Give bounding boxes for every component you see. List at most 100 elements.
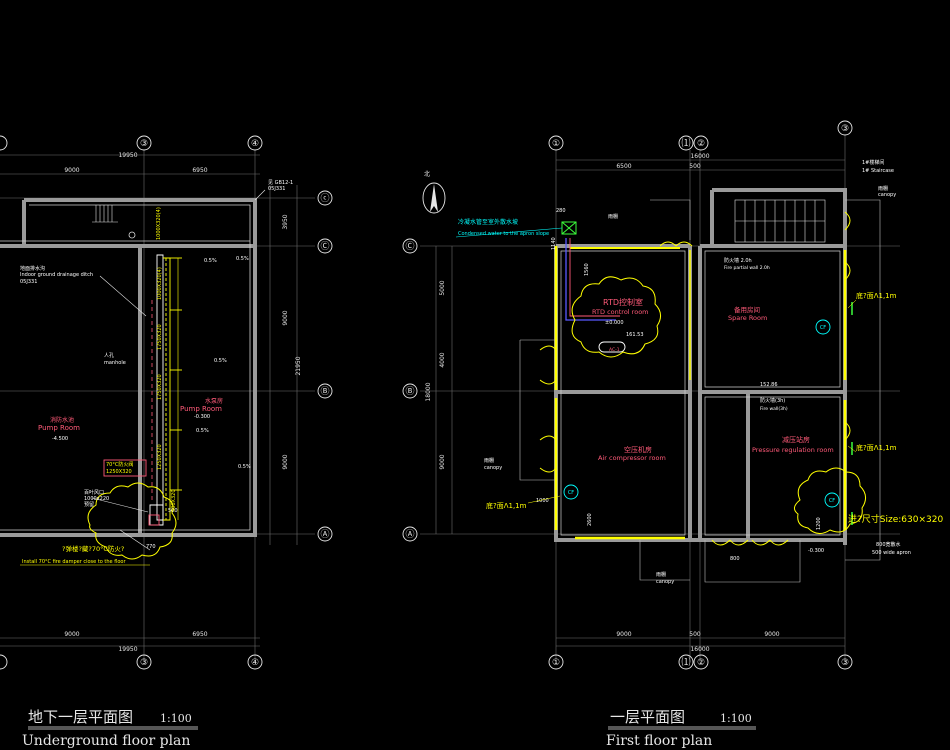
right-condensate-pipe	[565, 238, 616, 321]
left-duct-label-3: 1750X320	[157, 374, 163, 400]
left-wall-inner-lines	[0, 204, 251, 531]
right-air-en: Air compressor room	[598, 454, 666, 462]
right-firewall2-level: 152.86	[760, 382, 778, 388]
right-rtd-en: RTD control room	[592, 308, 649, 316]
left-dim-right-total: 21950	[295, 356, 302, 375]
left-pool-cn: 消防水池	[50, 416, 74, 424]
left-dim-right-a: 3950	[282, 214, 289, 229]
right-ac-tag: AC-1	[609, 347, 620, 353]
right-pressure-en: Pressure regulation room	[752, 446, 834, 454]
left-axis-right-c: Ⓒ	[320, 241, 329, 252]
left-ann-500: 500	[168, 508, 178, 514]
left-ann-770: 770	[146, 544, 156, 550]
right-doors-windows	[539, 211, 851, 546]
left-shaft-ref-sub: 05J331	[268, 186, 285, 192]
left-pump-room-cn: 水泵房	[205, 397, 223, 405]
left-axis-right-1c: ⓒ	[320, 193, 329, 204]
right-apron-en: 500 wide apron	[872, 550, 911, 556]
left-outlet-cn: 百叶风口	[84, 489, 104, 496]
right-fan-pressure-icon	[824, 492, 840, 508]
right-canopy-left-en: canopy	[484, 465, 502, 471]
left-axis-bubbles	[0, 135, 333, 670]
north-arrow: 北	[422, 170, 446, 214]
right-dim-bottom-total: 16000	[690, 646, 709, 653]
left-floor-drain-symbol	[128, 231, 136, 239]
right-apron-cn: 800宽散水	[876, 541, 901, 548]
left-slope-e: 0.5%	[238, 464, 251, 470]
right-canopy-top-cn: 雨棚	[878, 185, 888, 192]
right-axis-top-1: ①	[552, 139, 560, 149]
left-dim-bottom-a: 9000	[64, 631, 79, 638]
right-firewall2-en: Fire wall(3h)	[760, 406, 788, 412]
right-fan-spare-icon	[815, 319, 831, 335]
right-canopy-bottom-en: canopy	[656, 579, 674, 585]
left-axis-top-3: ③	[140, 139, 148, 149]
right-grille-note-spare: 底?面Λ1,1m	[856, 291, 897, 300]
right-axis-bottom-1a: ⑴	[681, 656, 690, 668]
left-axis-top-4: ④	[251, 139, 259, 149]
right-dim-280: 280	[556, 208, 566, 214]
right-pressure-cn: 减压站房	[782, 435, 810, 444]
right-condensed-leader	[455, 227, 563, 238]
right-firewall-cn: 防火墙 2.0h	[724, 257, 752, 264]
left-damper-tag-cn: 70°C防火阀	[106, 461, 133, 468]
right-refrigerant-pipe	[569, 238, 620, 317]
right-axis-bottom-1: ①	[552, 658, 560, 668]
left-outlet-pre: 预留	[84, 501, 94, 508]
left-slope-d: 0.5%	[196, 428, 209, 434]
right-axis-left-b: Ⓑ	[405, 386, 414, 397]
right-rtd-level: ±0.000	[605, 320, 624, 326]
right-dim-1140: 1140	[551, 237, 557, 250]
left-revision-cloud	[87, 482, 177, 560]
left-small-stair	[92, 205, 118, 223]
right-canopy-bottom-cn: 雨棚	[656, 571, 666, 578]
right-dim-1000: 1000	[536, 498, 549, 504]
right-axis-left-a: Ⓐ	[405, 529, 414, 540]
right-dim-1200: 1200	[816, 517, 822, 530]
left-dim-bottom-total: 19950	[118, 646, 137, 653]
right-note-leaders	[527, 299, 857, 504]
left-damper-tag-size: 1250X320	[106, 469, 132, 475]
left-axis-bottom-4: ④	[251, 658, 259, 668]
right-dim-bottom-c: 9000	[764, 631, 779, 638]
right-title-block: 一层平面图 1:100 First floor plan	[606, 708, 756, 749]
left-duct-label-top: 1000X320(4)	[156, 207, 162, 240]
right-condensed-en: Condensed water to the apron slope	[458, 231, 549, 237]
right-level-ext: -0.300	[808, 548, 824, 554]
right-stair-label: 1#楼梯间	[862, 159, 884, 166]
left-duct-label-5: 500X320	[171, 489, 177, 512]
right-fan-tag-1: CF	[820, 325, 826, 331]
underground-floor-plan: 9000 19950 6950 9000 6950 19950 3950 900…	[0, 135, 333, 749]
left-dim-right-c: 9000	[282, 454, 289, 469]
left-drainage-label-en: Indoor ground drainage ditch	[20, 272, 93, 278]
right-dim-left-c: 9000	[439, 454, 446, 469]
right-axis-bubbles	[402, 120, 853, 670]
right-axis-bottom-3: ③	[841, 658, 849, 668]
right-rtd-level2: 161.53	[626, 332, 644, 338]
left-title-block: 地下一层平面图 1:100 Underground floor plan	[22, 708, 198, 749]
left-title-cn: 地下一层平面图	[28, 708, 133, 726]
left-shaft-ref: 见 GB12-1	[268, 180, 293, 186]
right-axis-left-c: Ⓒ	[405, 241, 414, 252]
right-title-scale: 1:100	[720, 712, 752, 725]
right-canopy-rtd-cn: 雨棚	[608, 213, 618, 220]
right-axis-top-2: ②	[697, 139, 705, 149]
right-fan-air-icon	[563, 484, 579, 500]
left-axis-bottom-3: ③	[140, 658, 148, 668]
right-dim-top-total: 16000	[690, 153, 709, 160]
right-fan-tag-2: CF	[568, 490, 574, 496]
right-dim-top-b: 500	[689, 163, 701, 170]
left-dim-bottom-b: 6950	[192, 631, 207, 638]
left-dim-top-total: 19950	[118, 152, 137, 159]
right-dim-top-a: 6500	[616, 163, 631, 170]
right-spare-cn: 备用房间	[734, 305, 760, 314]
right-axis-top-3: ③	[841, 124, 849, 134]
right-title-en: First floor plan	[606, 733, 712, 749]
right-firewall-en: Fire partial wall 2.0h	[724, 265, 770, 271]
left-pump-level: -0.300	[194, 414, 210, 420]
left-pool-level: -4.500	[52, 436, 68, 442]
right-axis-top-1a: ⑴	[681, 137, 690, 149]
left-duct-label-2: 1750X320	[157, 324, 163, 350]
